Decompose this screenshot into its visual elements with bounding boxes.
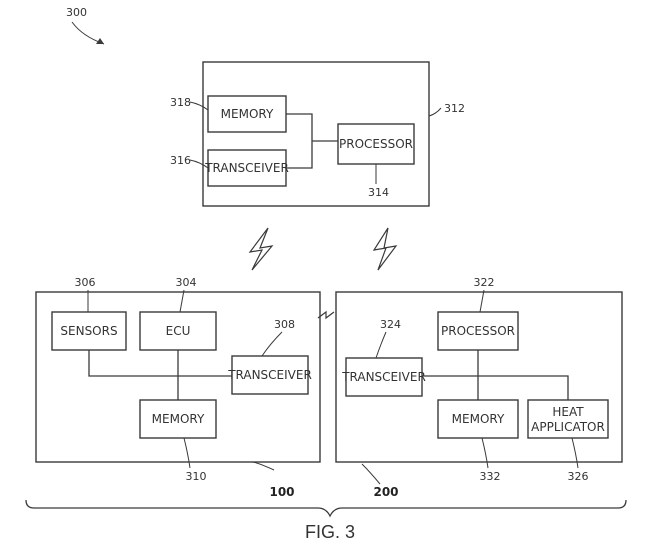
ref-316-leader bbox=[189, 159, 209, 169]
system-bracket bbox=[25, 499, 627, 518]
bus-top bbox=[286, 113, 338, 169]
ref-310-leader bbox=[183, 437, 191, 469]
ref-200: 200 bbox=[373, 485, 398, 499]
processor-label-right: PROCESSOR bbox=[441, 324, 515, 338]
transceiver-block-left bbox=[231, 355, 309, 395]
ref-318-leader bbox=[189, 101, 209, 111]
ref-310: 310 bbox=[186, 470, 207, 483]
memory-block-right bbox=[437, 399, 519, 439]
ref-100: 100 bbox=[269, 485, 294, 499]
ref-308-leader bbox=[261, 331, 283, 357]
heat-label-line2: APPLICATOR bbox=[531, 420, 605, 434]
remote-device-box bbox=[202, 61, 430, 207]
ref-314: 314 bbox=[368, 186, 389, 199]
ref-306: 306 bbox=[75, 276, 96, 289]
bus-right bbox=[422, 350, 569, 400]
ref-326: 326 bbox=[568, 470, 589, 483]
transceiver-label-top: TRANSCEIVER bbox=[204, 161, 289, 175]
memory-label-left: MEMORY bbox=[152, 412, 205, 426]
vehicle-box bbox=[35, 291, 321, 463]
ref-312-leader bbox=[428, 107, 442, 117]
heat-applicator-block bbox=[527, 399, 609, 439]
ref-308: 308 bbox=[274, 318, 295, 331]
ref-324-leader bbox=[375, 331, 387, 359]
ref-322: 322 bbox=[474, 276, 495, 289]
transceiver-block-right bbox=[345, 357, 423, 397]
ref-304-leader bbox=[179, 289, 185, 313]
ref-300-arrowhead bbox=[96, 38, 104, 44]
ref-316: 316 bbox=[170, 154, 191, 167]
memory-block-left bbox=[139, 399, 217, 439]
ref-100-leader bbox=[251, 461, 275, 471]
transceiver-label-left: TRANSCEIVER bbox=[227, 368, 312, 382]
ref-200-leader bbox=[361, 463, 381, 485]
wireless-signal-icon-middle bbox=[317, 310, 335, 320]
ref-322-leader bbox=[479, 289, 485, 313]
memory-label-top: MEMORY bbox=[221, 107, 274, 121]
bus-left bbox=[88, 350, 232, 400]
wireless-signal-icon-left bbox=[248, 227, 274, 271]
transceiver-label-right: TRANSCEIVER bbox=[341, 370, 426, 384]
ref-304: 304 bbox=[176, 276, 197, 289]
ref-332: 332 bbox=[480, 470, 501, 483]
ref-318: 318 bbox=[170, 96, 191, 109]
heater-unit-box bbox=[335, 291, 623, 463]
memory-block-top bbox=[207, 95, 287, 133]
sensors-label: SENSORS bbox=[60, 324, 117, 338]
figure-caption: FIG. 3 bbox=[305, 522, 355, 542]
ecu-label: ECU bbox=[166, 324, 191, 338]
processor-block-top bbox=[337, 123, 415, 165]
processor-block-right bbox=[437, 311, 519, 351]
ref-324: 324 bbox=[380, 318, 401, 331]
memory-label-right: MEMORY bbox=[452, 412, 505, 426]
processor-label-top: PROCESSOR bbox=[339, 137, 413, 151]
ref-300: 300 bbox=[66, 6, 87, 19]
ref-312: 312 bbox=[444, 102, 465, 115]
ref-332-leader bbox=[481, 437, 489, 469]
wireless-signal-icon-right bbox=[372, 227, 398, 271]
heat-label-line1: HEAT bbox=[552, 405, 584, 419]
ref-326-leader bbox=[571, 437, 579, 469]
